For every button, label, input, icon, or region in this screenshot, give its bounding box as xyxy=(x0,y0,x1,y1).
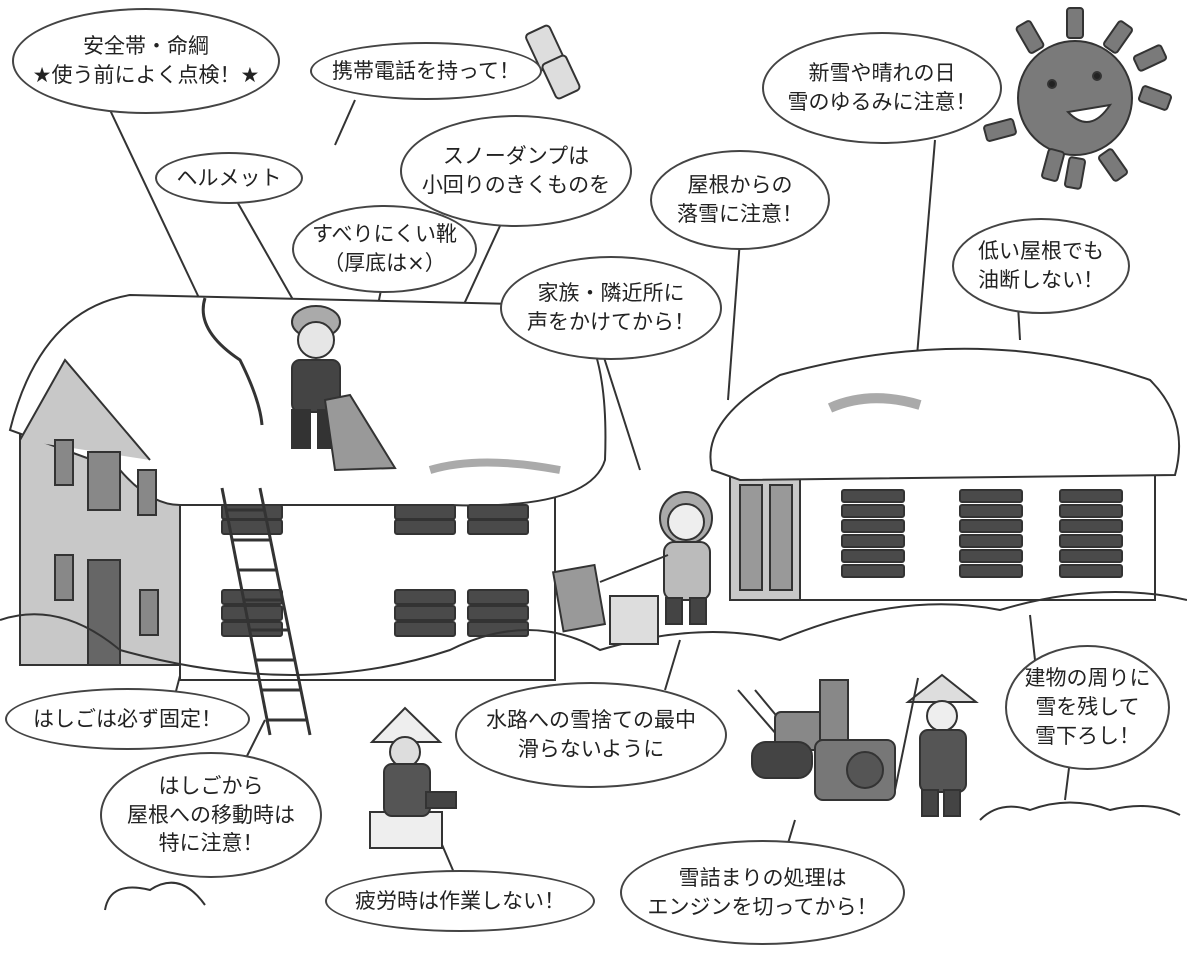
sun xyxy=(983,7,1172,190)
bubble-snow-dump: スノーダンプは 小回りのきくものを xyxy=(400,115,632,227)
mobile-phone xyxy=(525,24,581,100)
bubble-shoes: すべりにくい靴 （厚底は×） xyxy=(292,205,477,293)
text-line: 低い屋根でも xyxy=(978,239,1104,264)
text-line: 落雪に注意！ xyxy=(677,202,803,226)
text-line: （厚底は×） xyxy=(323,251,446,275)
text-line: 特に注意！ xyxy=(158,831,264,856)
text-line: はしごは必ず固定！ xyxy=(33,706,222,731)
bubble-new-snow: 新雪や晴れの日 雪のゆるみに注意！ xyxy=(762,32,1002,144)
bubble-helmet: ヘルメット xyxy=(155,152,303,204)
text-line: 家族・隣近所に xyxy=(537,281,685,306)
ladder xyxy=(220,487,312,736)
text-line: 屋根への移動時は xyxy=(127,802,295,827)
bubble-roof-fall: 屋根からの 落雪に注意！ xyxy=(650,150,830,250)
text-line: 小回りのきくものを xyxy=(421,173,611,197)
text-line: ヘルメット xyxy=(176,165,282,190)
text-line: 水路への雪捨ての最中 xyxy=(486,708,696,733)
snow-drifts xyxy=(0,591,1187,676)
text-line: 携帯電話を持って！ xyxy=(332,58,520,83)
text-line: 滑らないように xyxy=(517,737,665,761)
text-line: 屋根からの xyxy=(687,173,793,198)
text-line: 声をかけてから！ xyxy=(527,310,695,334)
text-line: 疲労時は作業しない！ xyxy=(355,888,565,913)
text-line: 新雪や晴れの日 xyxy=(808,61,956,86)
text-line: 建物の周りに xyxy=(1024,666,1151,691)
text-line: スノーダンプは xyxy=(442,144,590,169)
text-line: ★使う前によく点検！★ xyxy=(32,63,260,87)
text-line: 雪のゆるみに注意！ xyxy=(787,90,977,114)
bubble-ladder-fixed: はしごは必ず固定！ xyxy=(5,688,250,750)
snow-blower xyxy=(737,679,896,801)
bubble-waterway: 水路への雪捨ての最中 滑らないように xyxy=(455,682,727,788)
right-house xyxy=(709,347,1181,601)
bubble-fatigue: 疲労時は作業しない！ xyxy=(325,870,595,932)
resting-person xyxy=(369,706,457,849)
roof-worker xyxy=(291,305,397,472)
bubble-low-roof: 低い屋根でも 油断しない！ xyxy=(952,218,1130,314)
text-line: 雪詰まりの処理は xyxy=(678,865,847,890)
bubble-engine: 雪詰まりの処理は エンジンを切ってから！ xyxy=(620,840,905,945)
bubble-leave-snow: 建物の周りに 雪を残して 雪下ろし！ xyxy=(1005,645,1170,770)
text-line: すべりにくい靴 xyxy=(311,222,458,247)
text-line: エンジンを切ってから！ xyxy=(647,894,878,919)
safety-rope xyxy=(201,297,264,426)
text-line: 雪下ろし！ xyxy=(1035,723,1140,748)
text-line: 安全帯・命綱 xyxy=(83,34,209,59)
text-line: 雪を残して xyxy=(1035,695,1140,720)
bubble-family: 家族・隣近所に 声をかけてから！ xyxy=(500,256,722,360)
bubble-safety-harness: 安全帯・命綱 ★使う前によく点検！★ xyxy=(12,8,280,114)
snowblower-operator xyxy=(894,673,979,817)
bubble-ladder-move: はしごから 屋根への移動時は 特に注意！ xyxy=(100,752,322,878)
bubble-phone: 携帯電話を持って！ xyxy=(310,42,542,100)
text-line: 油断しない！ xyxy=(978,268,1104,292)
shoveling-person xyxy=(551,491,713,645)
text-line: はしごから xyxy=(158,773,264,798)
